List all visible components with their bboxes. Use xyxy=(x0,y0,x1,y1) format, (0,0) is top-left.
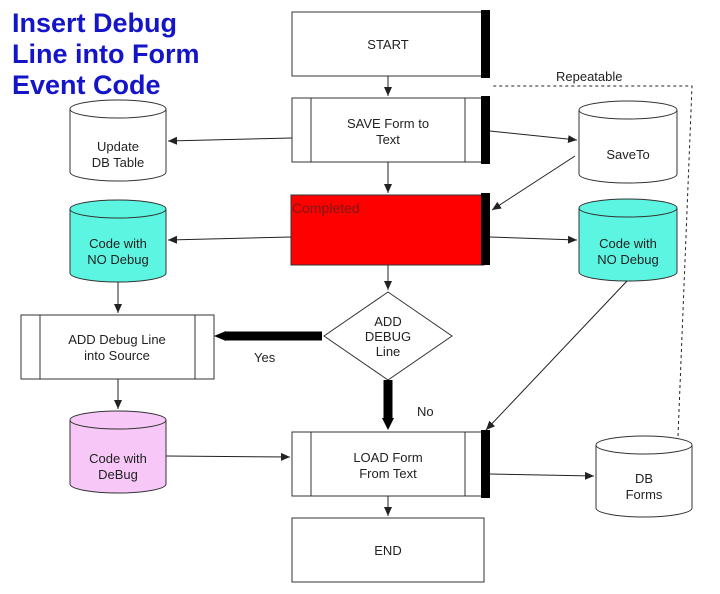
completed-label: Completed xyxy=(292,200,360,216)
load-form-label-1: LOAD Form xyxy=(353,450,422,465)
db-forms-label-2: Forms xyxy=(626,487,663,502)
diagram-title: Insert Debug Line into Form Event Code xyxy=(12,8,199,100)
add-debug-line-label-2: into Source xyxy=(84,348,150,363)
title-line-2: Line into Form xyxy=(12,39,199,69)
code-no-debug-right-cylinder: Code with NO Debug xyxy=(578,198,678,282)
edge-right-code-to-load xyxy=(485,280,628,431)
edge-completed-to-right-code xyxy=(489,235,578,244)
db-forms-cylinder: DB Forms xyxy=(595,435,693,518)
load-form-node: LOAD Form From Text xyxy=(291,430,490,498)
code-no-debug-right-label-1: Code with xyxy=(599,236,657,251)
title-line-3: Event Code xyxy=(12,70,161,100)
save-form-label-1: SAVE Form to xyxy=(347,116,429,131)
decision-label-2: DEBUG xyxy=(365,329,411,344)
no-branch-arrowhead xyxy=(382,418,394,430)
code-no-debug-left-label-2: NO Debug xyxy=(87,252,148,267)
decision-branches xyxy=(214,331,394,430)
end-node: END xyxy=(291,517,485,583)
edges xyxy=(114,76,693,516)
code-with-debug-label-1: Code with xyxy=(89,451,147,466)
start-label: START xyxy=(367,37,408,52)
add-debug-line-node: ADD Debug Line into Source xyxy=(20,314,215,380)
end-label: END xyxy=(374,543,401,558)
save-to-cylinder: SaveTo xyxy=(578,100,678,184)
repeatable-label: Repeatable xyxy=(556,69,623,84)
edge-completed-to-left-code xyxy=(167,235,292,244)
add-debug-line-label-1: ADD Debug Line xyxy=(68,332,166,347)
update-db-label-1: Update xyxy=(97,139,139,154)
edge-save-to-update-db xyxy=(167,136,293,145)
update-db-table-cylinder: Update DB Table xyxy=(69,99,167,182)
no-label: No xyxy=(417,404,434,419)
add-debug-decision: ADD DEBUG Line xyxy=(323,291,453,381)
edge-debug-code-to-load xyxy=(165,452,291,461)
edge-repeatable-dashed xyxy=(492,85,693,437)
code-with-debug-cylinder: Code with DeBug xyxy=(69,410,167,494)
code-no-debug-left-cylinder: Code with NO Debug xyxy=(69,199,167,283)
completed-node: Completed xyxy=(290,193,490,266)
yes-branch-arrowhead xyxy=(214,331,226,341)
decision-label-1: ADD xyxy=(374,314,401,329)
save-form-node: SAVE Form to Text xyxy=(291,96,490,164)
start-node: START xyxy=(291,10,490,78)
code-no-debug-left-label-1: Code with xyxy=(89,236,147,251)
edge-save-to-saveto xyxy=(489,130,578,144)
update-db-label-2: DB Table xyxy=(92,155,145,170)
save-form-label-2: Text xyxy=(376,132,400,147)
code-with-debug-label-2: DeBug xyxy=(98,467,138,482)
edge-saveto-to-completed xyxy=(491,155,576,211)
save-to-label: SaveTo xyxy=(606,147,649,162)
decision-label-3: Line xyxy=(376,344,401,359)
code-no-debug-right-label-2: NO Debug xyxy=(597,252,658,267)
yes-label: Yes xyxy=(254,350,276,365)
load-form-label-2: From Text xyxy=(359,466,417,481)
edge-load-to-db-forms xyxy=(489,471,595,480)
db-forms-label-1: DB xyxy=(635,471,653,486)
title-line-1: Insert Debug xyxy=(12,8,177,38)
